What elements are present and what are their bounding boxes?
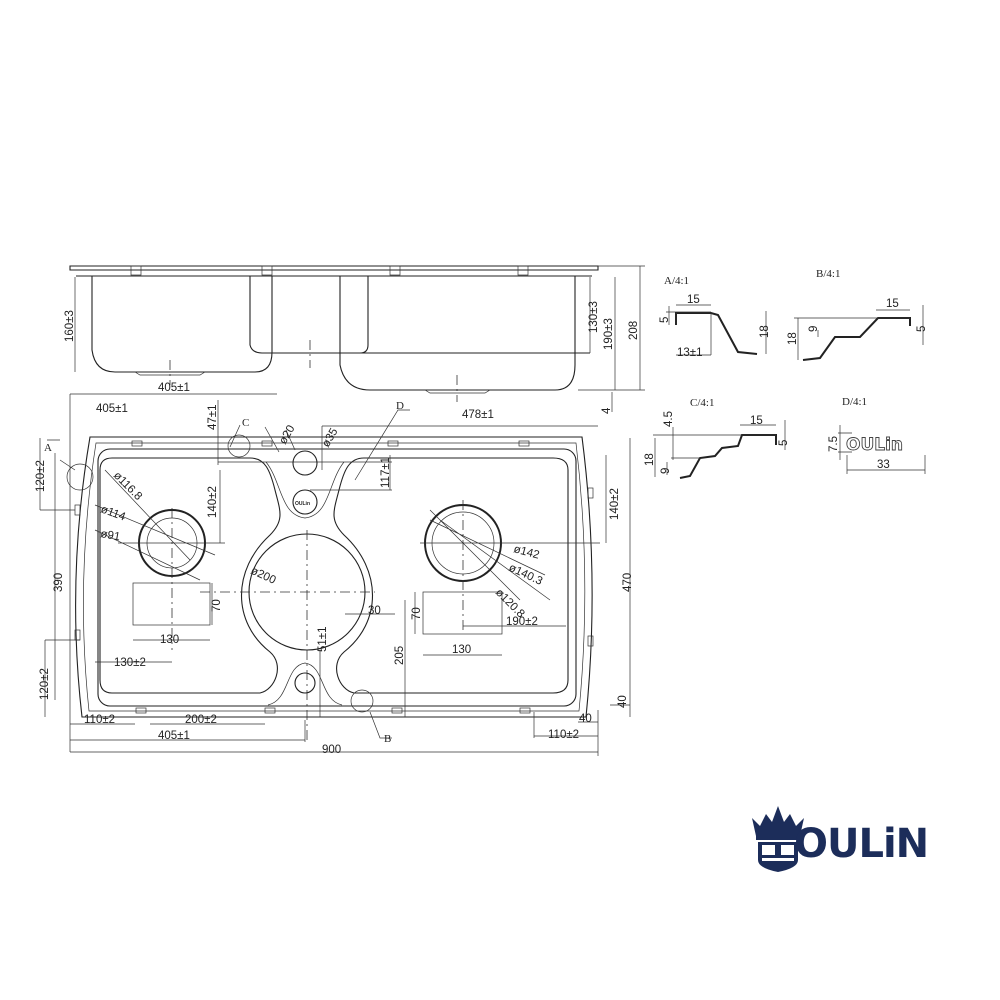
dim-center-d: ø200 — [249, 565, 278, 587]
dim-gap: 4 — [601, 407, 613, 414]
dim-total-depth: 470 — [622, 573, 634, 592]
dim-tap-hole2: ø35 — [320, 426, 340, 449]
detail-b-h3: 9 — [808, 326, 820, 332]
detail-b-width: 15 — [886, 298, 899, 310]
dim-total-width: 900 — [322, 744, 341, 756]
dim-left-width-top: 405±1 — [158, 382, 190, 394]
right-rect — [422, 591, 503, 635]
left-rect — [132, 582, 211, 626]
dim-right-drain-offset: 140±2 — [609, 488, 621, 520]
detail-b-h1: 5 — [916, 326, 928, 332]
label-detail-b: B — [384, 733, 391, 745]
detail-a-width: 15 — [687, 294, 700, 306]
brand-logo: OULiN — [752, 806, 929, 872]
dim-logo-offset: 117±1 — [380, 457, 392, 488]
logo-circle — [292, 489, 318, 515]
crown-shield-crest-icon — [752, 806, 804, 872]
detail-d-title: D/4:1 — [842, 396, 867, 408]
detail-c: C/4:1 15 5 18 9 4.5 — [644, 397, 790, 479]
tap-hole — [292, 450, 318, 476]
dim-left-bottom-offset: 120±2 — [39, 668, 51, 700]
detail-a-w2: 13±1 — [677, 347, 703, 359]
dim-inner-height: 390 — [53, 573, 65, 592]
dim-right-d1: ø142 — [512, 543, 540, 561]
dim-center-height: 205 — [394, 646, 406, 665]
dim-top-left-width: 405±1 — [96, 403, 128, 415]
side-view: 160±3 130±3 190±3 208 4 405±1 — [64, 265, 645, 414]
dim-depth-left: 160±3 — [64, 310, 76, 342]
dim-left-d1: ø116.8 — [111, 470, 144, 503]
dim-right-margin-v: 40 — [617, 695, 629, 708]
detail-c-h4: 4.5 — [663, 411, 675, 427]
detail-c-h1: 5 — [778, 440, 790, 446]
dim-left-d3: ø91 — [99, 528, 121, 543]
dim-depth-right: 190±3 — [603, 318, 615, 350]
detail-a-marker — [66, 463, 94, 491]
dim-right-margin-h: 40 — [579, 713, 592, 725]
detail-d-height: 7.5 — [828, 436, 840, 452]
dim-left-d2: ø114 — [99, 504, 128, 524]
detail-c-marker — [227, 434, 251, 458]
detail-c-title: C/4:1 — [690, 397, 714, 409]
detail-b-h2: 18 — [787, 332, 799, 345]
detail-b: B/4:1 15 5 18 9 — [787, 268, 928, 361]
dim-left-drain-x: 130±2 — [114, 657, 146, 669]
detail-d-engraving: OULin — [846, 435, 903, 455]
label-detail-d: D — [396, 400, 404, 412]
dim-left-rect-w: 130 — [160, 634, 179, 646]
detail-a-h1: 5 — [659, 317, 671, 323]
dim-left-top-offset: 120±2 — [35, 460, 47, 492]
top-view: 405±1 47±1 ø20 ø35 D 478±1 C A 120±2 117… — [35, 394, 634, 756]
label-detail-c: C — [242, 417, 249, 429]
detail-c-h3: 9 — [660, 468, 672, 474]
label-detail-a: A — [44, 442, 52, 454]
dim-right-drain-x: 190±2 — [506, 616, 538, 628]
dim-left-drain-offset: 140±2 — [207, 486, 219, 518]
brand-name: OULiN — [794, 821, 928, 867]
detail-b-title: B/4:1 — [816, 268, 840, 280]
dim-clip-spacing: 200±2 — [185, 714, 217, 726]
dim-left-rect-h: 70 — [211, 599, 223, 612]
dim-right-rect-h: 70 — [411, 607, 423, 620]
detail-c-h2: 18 — [644, 453, 656, 466]
dim-right-rect-w: 130 — [452, 644, 471, 656]
logo-engraving: OULin — [295, 501, 310, 507]
dim-bottom-right-clip: 110±2 — [548, 729, 579, 741]
dim-bottom-left-clip: 110±2 — [84, 714, 115, 726]
detail-a: A/4:1 15 5 18 13±1 — [659, 275, 771, 359]
dim-center-offset: 30 — [368, 605, 381, 617]
detail-a-h2: 18 — [759, 325, 771, 338]
dim-bottom-hole: 51±1 — [317, 627, 329, 653]
overflow-hole — [294, 672, 316, 694]
dim-total-height: 208 — [628, 321, 640, 340]
detail-b-marker — [350, 689, 374, 713]
detail-a-title: A/4:1 — [664, 275, 689, 287]
dim-right-width: 478±1 — [462, 409, 494, 421]
clip-tabs — [74, 440, 594, 714]
detail-d-width: 33 — [877, 459, 890, 471]
dim-bottom-left-width: 405±1 — [158, 730, 190, 742]
dim-tap-offset: 47±1 — [207, 405, 219, 431]
detail-d: D/4:1 OULin 7.5 33 — [828, 396, 926, 474]
detail-c-width: 15 — [750, 415, 763, 427]
dim-depth-drain: 130±3 — [588, 301, 600, 333]
